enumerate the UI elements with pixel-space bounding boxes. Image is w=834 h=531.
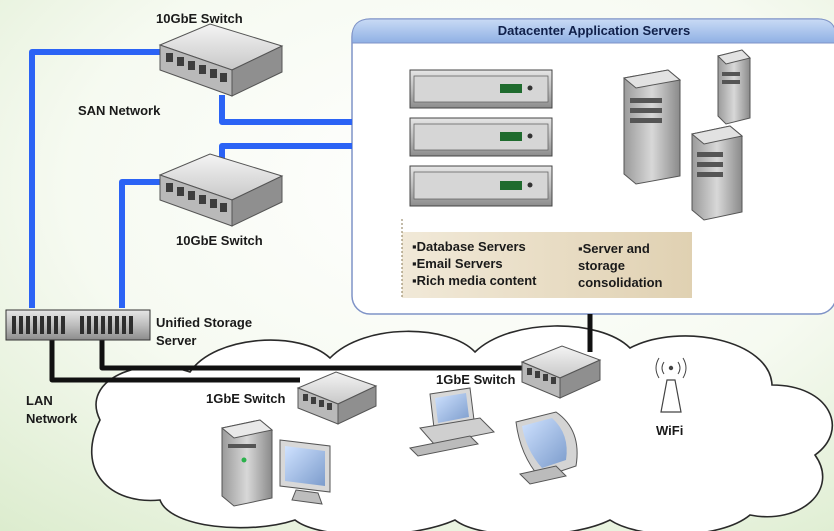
lan-cables xyxy=(49,314,593,383)
wifi-antenna-icon xyxy=(655,357,687,413)
consolidation-line: ▪Server and xyxy=(578,241,650,256)
server-role-item: ▪Rich media content xyxy=(412,273,537,288)
storage-array-icon xyxy=(5,309,151,341)
tower-server-icon xyxy=(690,125,744,221)
network-switch-icon xyxy=(296,371,378,425)
consolidation-note: ▪Server and storage consolidation xyxy=(578,240,663,291)
tower-server-icon xyxy=(622,69,682,185)
switch-label-mid: 10GbE Switch xyxy=(176,233,263,248)
switch-label-top: 10GbE Switch xyxy=(156,11,243,26)
tower-server-icon xyxy=(717,49,751,125)
desktop-computer-icon xyxy=(408,387,496,457)
switch-label-1g-right: 1GbE Switch xyxy=(436,372,516,387)
tower-server-icon xyxy=(220,419,274,507)
switch-label-1g-left: 1GbE Switch xyxy=(206,391,286,406)
monitor-icon xyxy=(279,439,331,505)
rack-server-icon xyxy=(409,165,553,207)
server-roles-list: ▪Database Servers ▪Email Servers ▪Rich m… xyxy=(412,238,537,289)
lan-network-label: LAN Network xyxy=(26,393,78,426)
server-role-item: ▪Email Servers xyxy=(412,256,503,271)
wifi-label: WiFi xyxy=(656,423,684,438)
monitor-icon xyxy=(515,411,578,485)
rack-server-icon xyxy=(409,117,553,157)
network-switch-icon xyxy=(158,153,284,227)
panel-title: Datacenter Application Servers xyxy=(497,23,691,38)
network-switch-icon xyxy=(520,345,602,399)
server-role-item: ▪Database Servers xyxy=(412,239,526,254)
network-switch-icon xyxy=(158,23,284,97)
consolidation-line: consolidation xyxy=(578,275,663,290)
storage-server-label: Unified Storage Server xyxy=(156,315,253,348)
san-network-label: SAN Network xyxy=(78,103,161,118)
rack-server-icon xyxy=(409,69,553,109)
consolidation-line: storage xyxy=(578,258,625,273)
bullet-box xyxy=(402,232,692,298)
